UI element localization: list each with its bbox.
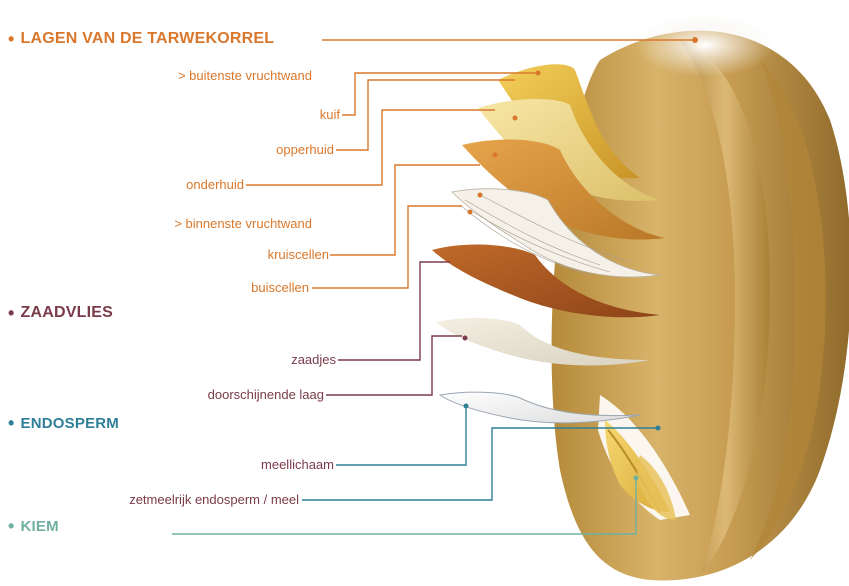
label-starchy-endosperm: zetmeelrijk endosperm / meel — [129, 492, 299, 507]
label-epidermis: opperhuid — [276, 142, 334, 157]
label-cross-cells: kruiscellen — [268, 247, 329, 262]
section-seed-coat-title: ZAADVLIES — [21, 304, 113, 322]
section-layers-title: LAGEN VAN DE TARWEKORREL — [21, 30, 275, 48]
label-hyaline-layer: doorschijnende laag — [208, 387, 324, 402]
section-seed-coat: • ZAADVLIES — [8, 304, 113, 322]
section-layers: • LAGEN VAN DE TARWEKORREL — [8, 30, 274, 48]
section-germ: • KIEM — [8, 517, 59, 535]
section-endosperm: • ENDOSPERM — [8, 414, 119, 432]
bullet-icon: • — [8, 30, 15, 48]
section-germ-title: KIEM — [21, 518, 59, 535]
label-inner-pericarp: > binnenste vruchtwand — [174, 216, 312, 231]
label-outer-pericarp: > buitenste vruchtwand — [178, 68, 312, 83]
bullet-icon: • — [8, 414, 15, 432]
bullet-icon: • — [8, 517, 15, 535]
label-tube-cells: buiscellen — [251, 280, 309, 295]
label-hypodermis: onderhuid — [186, 177, 244, 192]
label-tuft: kuif — [320, 107, 340, 122]
wheat-grain — [552, 13, 849, 580]
section-endosperm-title: ENDOSPERM — [21, 415, 119, 432]
bullet-icon: • — [8, 304, 15, 322]
label-seeds: zaadjes — [291, 352, 336, 367]
label-aleurone: meellichaam — [261, 457, 334, 472]
